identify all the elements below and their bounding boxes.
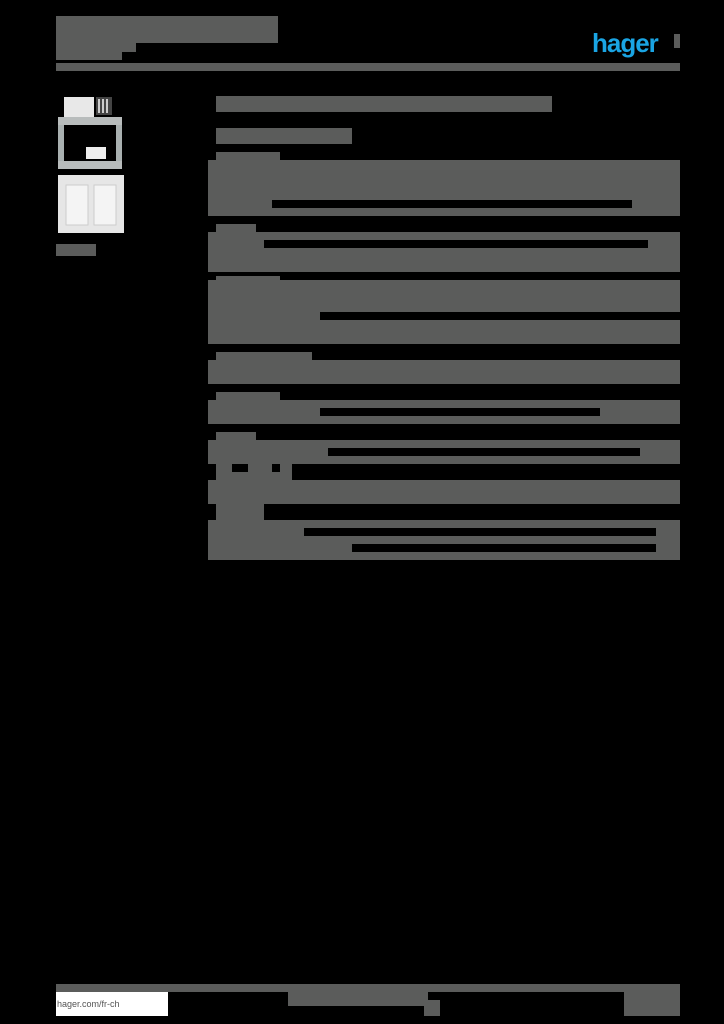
footer-rule <box>56 984 680 992</box>
footer-page-info <box>624 992 680 1016</box>
table-row <box>208 360 680 384</box>
table-group-label <box>216 152 280 162</box>
footer-center-text <box>288 992 428 1006</box>
table-group-label <box>216 224 256 234</box>
main-subtitle <box>216 128 352 144</box>
header-title-line3b <box>122 43 136 52</box>
table-group-label <box>216 392 280 402</box>
table-group-label <box>216 352 312 362</box>
table-row <box>208 520 680 560</box>
header-rule <box>56 63 680 71</box>
table-row <box>208 232 680 272</box>
hager-logo: hager <box>592 28 659 58</box>
header-title-line2 <box>56 30 278 43</box>
product-image <box>56 97 126 237</box>
header-title-line3 <box>56 43 122 60</box>
table-row <box>208 480 680 504</box>
footer-url-link[interactable]: hager.com/fr-ch <box>56 992 168 1016</box>
table-group-label <box>216 432 256 442</box>
logo-accent <box>674 34 680 48</box>
main-title <box>216 96 552 112</box>
table-row <box>208 200 272 216</box>
table-row <box>208 280 680 312</box>
table-row <box>208 160 680 200</box>
table-group-label <box>216 504 264 520</box>
header-title-line1 <box>56 16 278 30</box>
product-image-caption <box>56 244 96 256</box>
table-row <box>208 312 320 320</box>
table-row <box>216 464 292 480</box>
